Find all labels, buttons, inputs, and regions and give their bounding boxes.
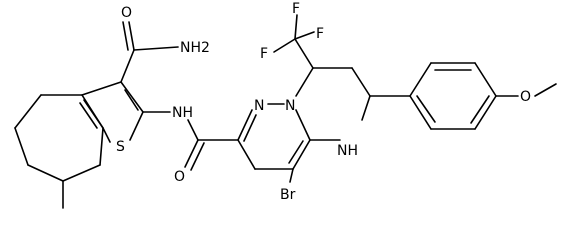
amide-nh2-label: NH2 (180, 40, 210, 56)
bond (120, 49, 135, 83)
bond (133, 46, 179, 51)
bond (416, 95, 436, 123)
amide-oxygen-label: O (121, 5, 132, 21)
bond (128, 21, 135, 51)
molecule-structure: O NH2 NH S O F F F N N NH Br O (14, 1, 557, 209)
bond (62, 164, 101, 182)
methoxy-oxygen-label: O (520, 89, 531, 105)
molecule-canvas: O NH2 NH S O F F F N N NH Br O (14, 1, 557, 209)
ring-nh-label: NH (337, 143, 358, 159)
bond (81, 81, 122, 96)
bond (14, 94, 42, 129)
fluorine-top-label: F (292, 1, 300, 17)
bond (294, 38, 314, 69)
bond (99, 127, 104, 166)
bond (237, 109, 253, 141)
bond (237, 139, 256, 170)
bond (295, 109, 311, 141)
bond (79, 102, 98, 129)
bond (243, 114, 257, 142)
bond (129, 111, 144, 141)
bond (273, 38, 296, 53)
bond (294, 31, 315, 40)
fluorine-right-label: F (316, 26, 324, 42)
bond (27, 164, 64, 182)
bond (474, 62, 497, 97)
bond (102, 127, 111, 143)
carbonyl-oxygen-label: O (174, 169, 185, 185)
bond (124, 89, 139, 111)
bond (294, 14, 298, 40)
bond (409, 95, 432, 130)
bond (184, 139, 199, 168)
bond (122, 21, 129, 51)
bridgehead-nitrogen-label: N (285, 98, 295, 114)
bond (120, 81, 144, 113)
bond (474, 95, 497, 130)
bond (534, 83, 557, 97)
bond (14, 127, 29, 166)
bond (351, 67, 371, 97)
bond (470, 95, 490, 124)
bromine-label: Br (280, 187, 296, 203)
pyrazole-nitrogen-label: N (254, 98, 264, 114)
bond (361, 95, 371, 121)
bond (288, 140, 304, 164)
bond (190, 142, 205, 171)
amide-nh-label: NH (172, 105, 193, 121)
bond (187, 119, 199, 141)
bond (409, 62, 432, 97)
bond (83, 99, 104, 129)
thiophene-sulfur-label: S (116, 139, 125, 155)
fluorine-left-label: F (260, 46, 268, 62)
bond (292, 139, 311, 170)
bond (295, 67, 314, 97)
bond (289, 168, 294, 183)
